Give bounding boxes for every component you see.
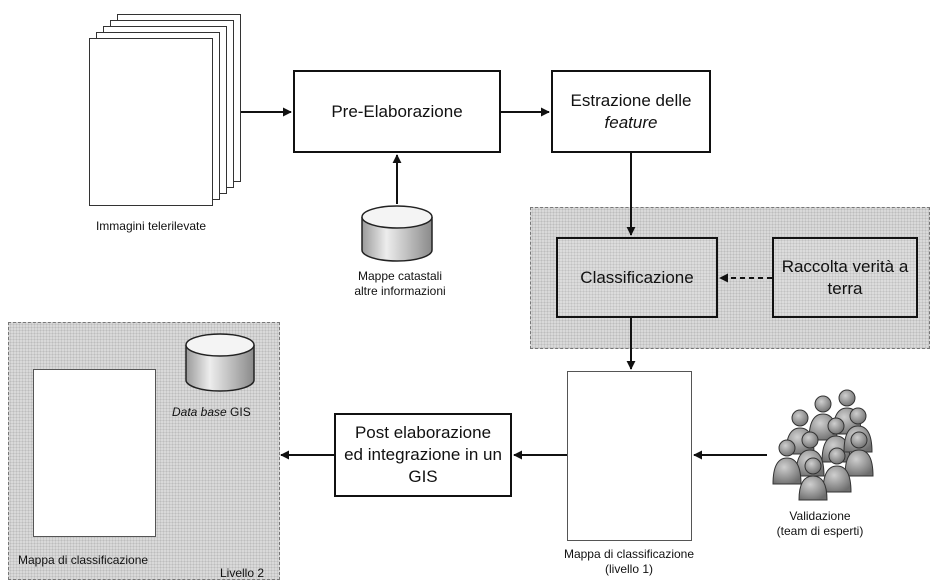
pre-elaborazione-box: Pre-Elaborazione — [293, 70, 501, 153]
immagini-caption: Immagini telerilevate — [95, 219, 207, 233]
classificazione-label: Classificazione — [580, 267, 694, 287]
post-elaborazione-box: Post elaborazione ed integrazione in un … — [334, 413, 512, 497]
validazione-caption: Validazione (team di esperti) — [776, 509, 864, 538]
livello2-label: Livello 2 — [220, 566, 265, 580]
mappe-catastali-caption: Mappe catastali altre informazioni — [354, 269, 446, 298]
estrazione-feature-box: Estrazione delle feature — [551, 70, 711, 153]
mappa-livello2-page — [33, 369, 156, 537]
post-elaborazione-label: Post elaborazione ed integrazione in un … — [344, 423, 502, 486]
gis-database-icon — [185, 333, 255, 392]
raccolta-verita-label: Raccolta verità a terra — [781, 256, 909, 298]
feature-label: feature — [604, 112, 658, 132]
db-gis-caption: Data base GIS — [172, 405, 251, 419]
classificazione-box: Classificazione — [556, 237, 718, 318]
pre-elaborazione-label: Pre-Elaborazione — [331, 101, 463, 121]
mappa-livello2-caption: Mappa di classificazione — [18, 553, 149, 567]
expert-team-icon — [772, 389, 874, 501]
database-icon — [361, 205, 433, 262]
raccolta-verita-box: Raccolta verità a terra — [772, 237, 918, 318]
estrazione-label: Estrazione delle — [570, 90, 692, 110]
mappa-livello1-page — [567, 371, 692, 541]
mappa-livello1-caption: Mappa di classificazione (livello 1) — [563, 547, 695, 576]
